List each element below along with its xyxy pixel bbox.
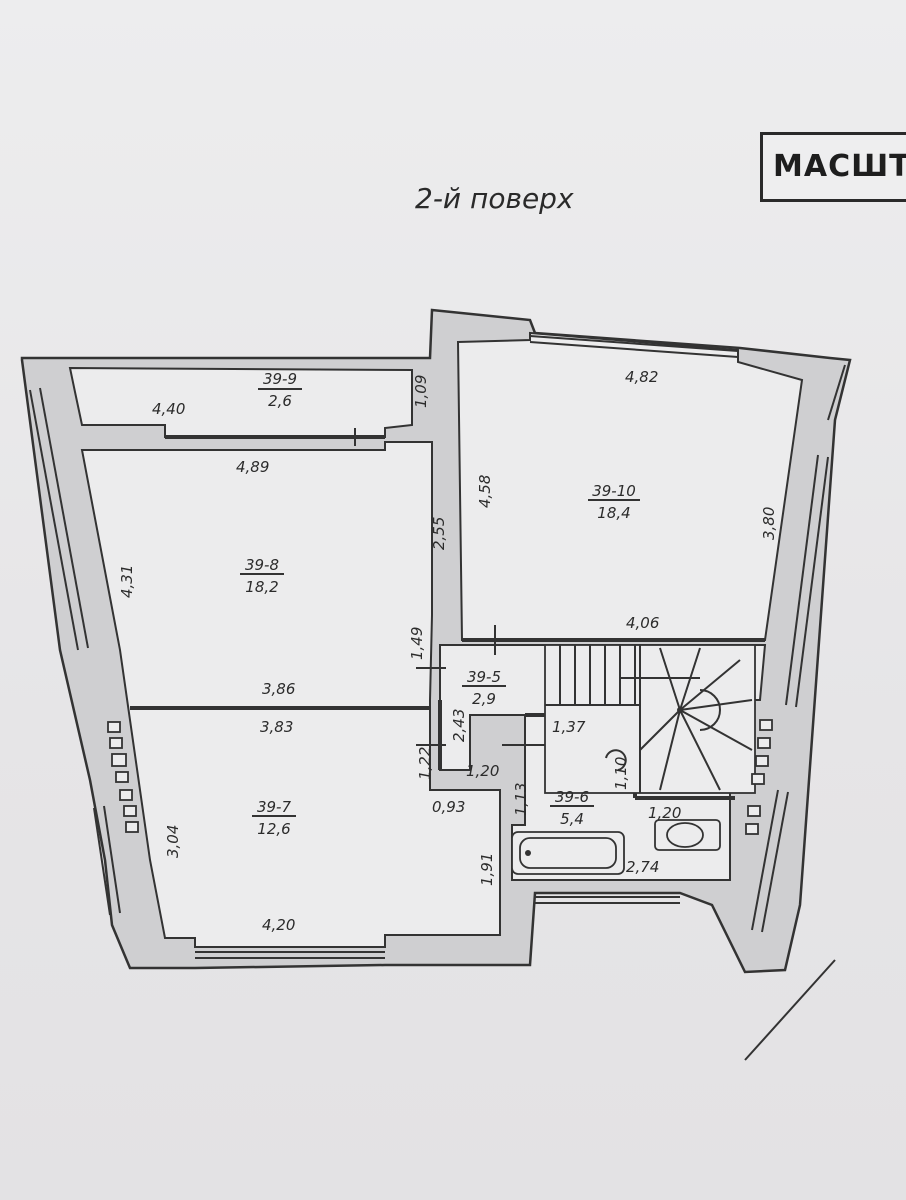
room-39-5: 39-5 2,9 [462,668,506,708]
room-area: 18,4 [597,504,630,522]
floor-title: 2-й поверх [415,182,574,215]
dim-label: 1,20 [648,804,681,822]
dim-label: 4,40 [152,400,185,418]
bath-fixtures [511,749,721,875]
wall-symbols [107,719,773,835]
scale-stamp: МАСШТ [760,132,906,202]
dim-label: 2,55 [430,517,448,550]
windows [29,335,846,1061]
dim-label: 1,09 [412,375,430,408]
room-number: 39-5 [467,668,501,686]
room-number: 39-10 [592,482,636,500]
dimension-labels: 4,40 1,09 4,82 4,89 4,58 3,80 2,55 4,31 … [118,368,778,934]
room-number: 39-6 [555,788,589,806]
room-area: 12,6 [257,820,290,838]
dim-label: 1,22 [416,747,434,780]
room-area: 18,2 [245,578,278,596]
void-left [80,441,501,948]
room-labels: 39-9 2,6 39-8 18,2 39-10 18,4 39-5 2,9 3… [240,370,640,838]
room-area: 2,6 [268,392,292,410]
dim-label: 1,13 [512,783,530,816]
room-area: 5,4 [560,810,584,828]
dim-label: 4,20 [262,916,295,934]
room-39-8: 39-8 18,2 [240,556,284,596]
dim-label: 3,83 [260,718,293,736]
dim-label: 4,82 [625,368,658,386]
stair-frame [544,644,756,794]
room-number: 39-9 [263,370,297,388]
scale-label: МАСШТ [773,149,906,184]
room-39-6: 39-6 5,4 [550,788,594,828]
dim-label: 1,91 [478,853,496,886]
dim-label: 1,37 [552,718,586,736]
dim-label: 1,20 [466,762,499,780]
room-area: 2,9 [472,690,496,708]
dim-label: 4,31 [118,565,136,598]
dim-label: 2,74 [626,858,659,876]
dim-label: 3,04 [164,825,182,858]
dim-label: 2,43 [450,709,468,742]
staircase [544,644,756,794]
dim-label: 4,06 [626,614,659,632]
dim-label: 3,86 [262,680,295,698]
dim-label: 1,10 [612,757,630,790]
dim-label: 4,89 [236,458,269,476]
dim-label: 1,49 [408,627,426,660]
dim-label: 3,80 [760,507,778,540]
room-39-7: 39-7 12,6 [252,798,296,838]
room-number: 39-7 [257,798,291,816]
room-number: 39-8 [245,556,279,574]
room-39-9: 39-9 2,6 [258,370,302,410]
dim-label: 0,93 [432,798,465,816]
dim-label: 4,58 [476,475,494,508]
room-39-10: 39-10 18,4 [588,482,640,522]
sink [605,749,627,771]
